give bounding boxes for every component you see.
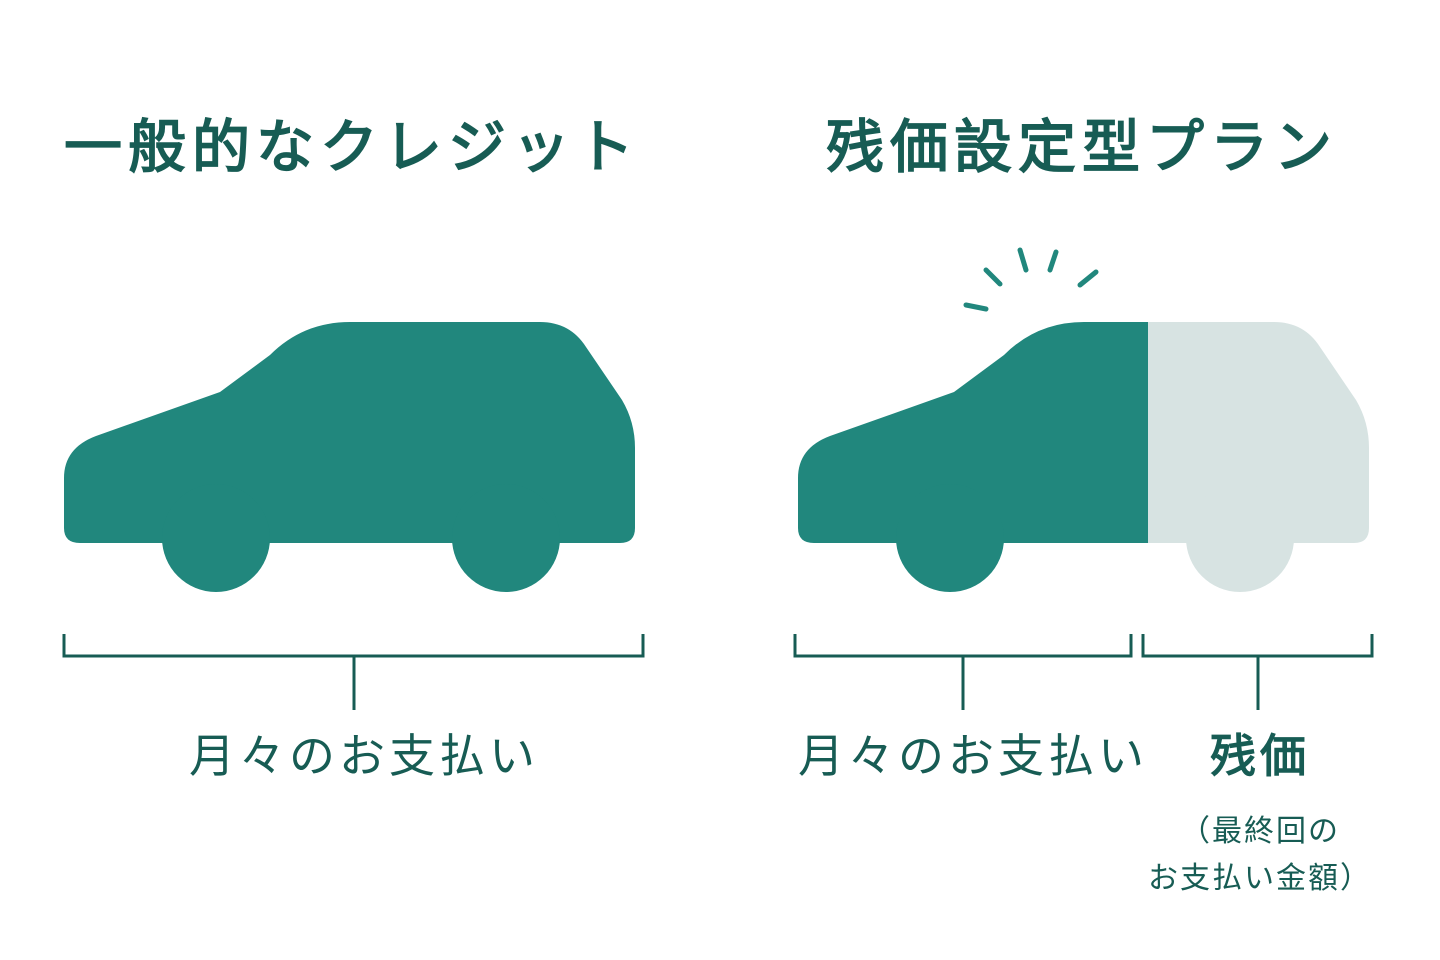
residual-note-line1: （最終回の	[1180, 814, 1340, 849]
car-rear-wheel-icon	[162, 484, 270, 592]
general-credit-title: 一般的なクレジット	[64, 113, 641, 181]
monthly-payment-label: 月々のお支払い	[189, 729, 539, 783]
residual-value-label: 残価	[1210, 729, 1310, 783]
left-bracket	[62, 634, 645, 710]
car-front-wheel-icon	[452, 484, 560, 592]
residual-plan-car	[798, 322, 1369, 592]
residual-plan-title: 残価設定型プラン	[826, 113, 1339, 181]
car-residual-section-icon	[1148, 322, 1369, 543]
car-front-wheel-icon	[1186, 484, 1294, 592]
residual-bracket	[1141, 634, 1374, 710]
general-credit-car	[64, 322, 635, 592]
residual-note-line2: お支払い金額）	[1148, 861, 1372, 896]
car-rear-wheel-icon	[896, 484, 1004, 592]
sparkle-icon	[963, 247, 1099, 312]
car-monthly-section-icon	[798, 322, 1148, 543]
monthly-bracket	[793, 634, 1133, 710]
monthly-payment-label: 月々のお支払い	[798, 729, 1148, 783]
